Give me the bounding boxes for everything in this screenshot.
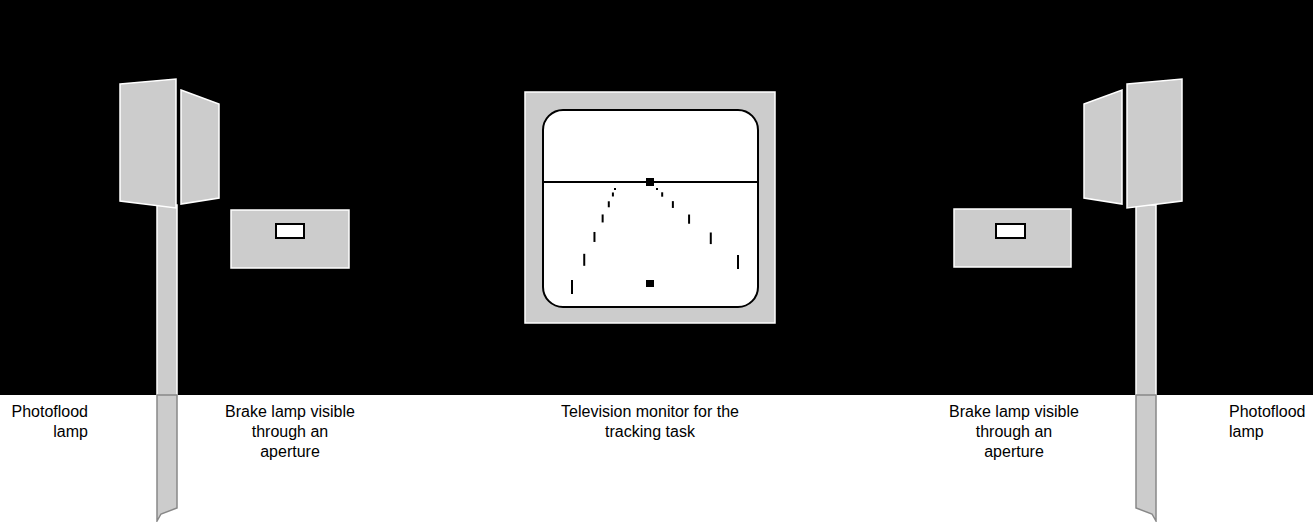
photoflood-lamp xyxy=(120,79,219,521)
road-dash xyxy=(656,188,658,190)
brake-lamp xyxy=(231,210,349,268)
road-dash xyxy=(583,254,585,266)
caption-label: Brake lamp visible through an aperture xyxy=(222,402,358,462)
caption-label: Photoflood lamp xyxy=(4,402,88,442)
road-dash xyxy=(602,214,604,222)
caption-label: Television monitor for the tracking task xyxy=(552,402,748,442)
road-dash xyxy=(737,255,739,269)
photoflood-lamp xyxy=(1084,79,1182,521)
television-monitor xyxy=(525,92,775,323)
road-dash xyxy=(593,232,595,242)
black-panel xyxy=(0,0,1313,395)
road-dash xyxy=(608,201,610,207)
road-dash xyxy=(672,201,674,208)
caption-label: Brake lamp visible through an aperture xyxy=(946,402,1082,462)
road-edge-dashes xyxy=(572,188,738,294)
road-dash xyxy=(571,280,573,294)
road-dash xyxy=(614,188,616,190)
road-dash xyxy=(661,192,663,196)
caption-label: Photoflood lamp xyxy=(1229,402,1309,442)
road-dash xyxy=(710,232,712,244)
road-dash xyxy=(612,192,614,196)
road-dash xyxy=(688,215,690,224)
brake-lamp xyxy=(954,209,1071,267)
